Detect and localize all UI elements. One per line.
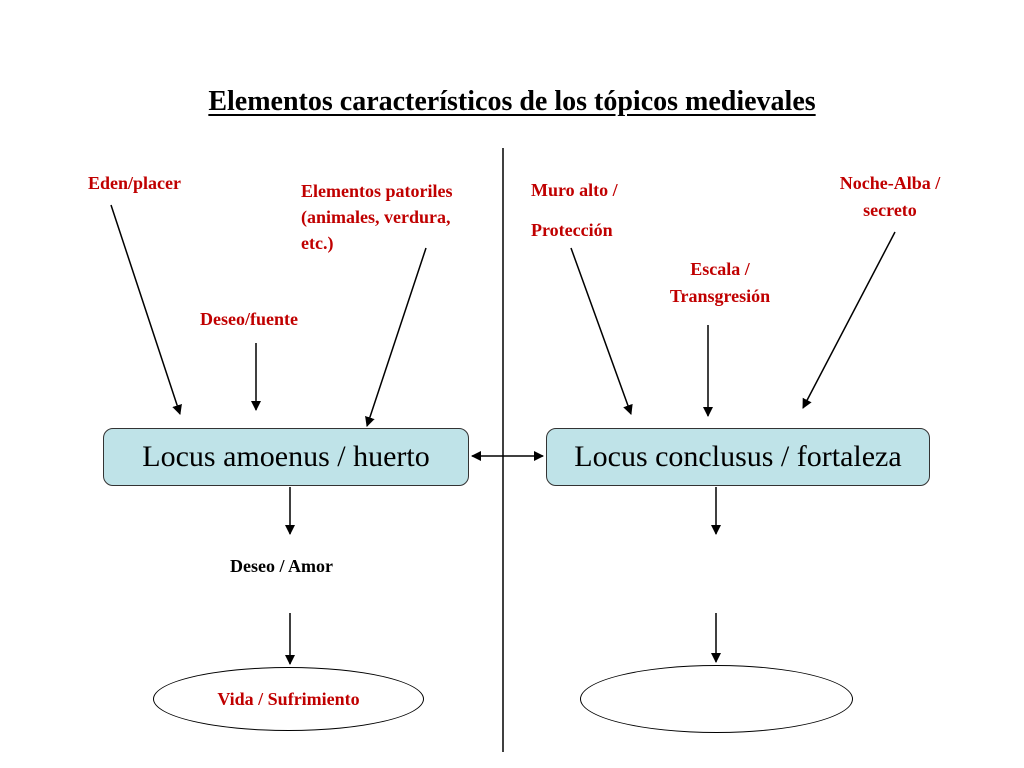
- label-muro-line-2: Protección: [531, 220, 613, 240]
- label-escala-line-1: Escala /: [690, 259, 750, 279]
- diagram-title: Elementos característicos de los tópicos…: [208, 86, 816, 117]
- label-elementos-pastoriles: Elementos patoriles (animales, verdura, …: [301, 178, 452, 256]
- box-locus-amoenus: Locus amoenus / huerto: [103, 428, 469, 486]
- label-noche-line-2: secreto: [863, 200, 917, 220]
- label-muro-line-1: Muro alto /: [531, 180, 618, 200]
- label-noche-alba: Noche-Alba / secreto: [810, 170, 970, 224]
- oval-vida-sufrimiento: Vida / Sufrimiento: [153, 667, 424, 731]
- arrow-muro-to-locus: [570, 247, 633, 415]
- arrow-noche-to-locus: [802, 231, 896, 409]
- box-locus-conclusus: Locus conclusus / fortaleza: [546, 428, 930, 486]
- label-deseo-amor: Deseo / Amor: [230, 556, 333, 576]
- label-eden-placer: Eden/placer: [88, 173, 181, 193]
- label-escala-line-2: Transgresión: [669, 286, 771, 306]
- arrow-eden-to-locus: [110, 204, 182, 415]
- label-elementos-line-1: Elementos patoriles: [301, 181, 453, 201]
- label-elementos-line-3: etc.): [301, 233, 334, 253]
- oval-empty: [580, 665, 853, 733]
- oval-vida-label: Vida / Sufrimiento: [217, 688, 360, 709]
- label-elementos-line-2: (animales, verdura,: [301, 207, 451, 227]
- label-noche-line-1: Noche-Alba /: [839, 173, 941, 193]
- label-escala-transgresion: Escala / Transgresión: [640, 256, 800, 310]
- arrow-elementos-to-locus: [365, 247, 427, 427]
- label-deseo-fuente: Deseo/fuente: [200, 309, 298, 329]
- label-muro-alto: Muro alto / Protección: [531, 170, 618, 250]
